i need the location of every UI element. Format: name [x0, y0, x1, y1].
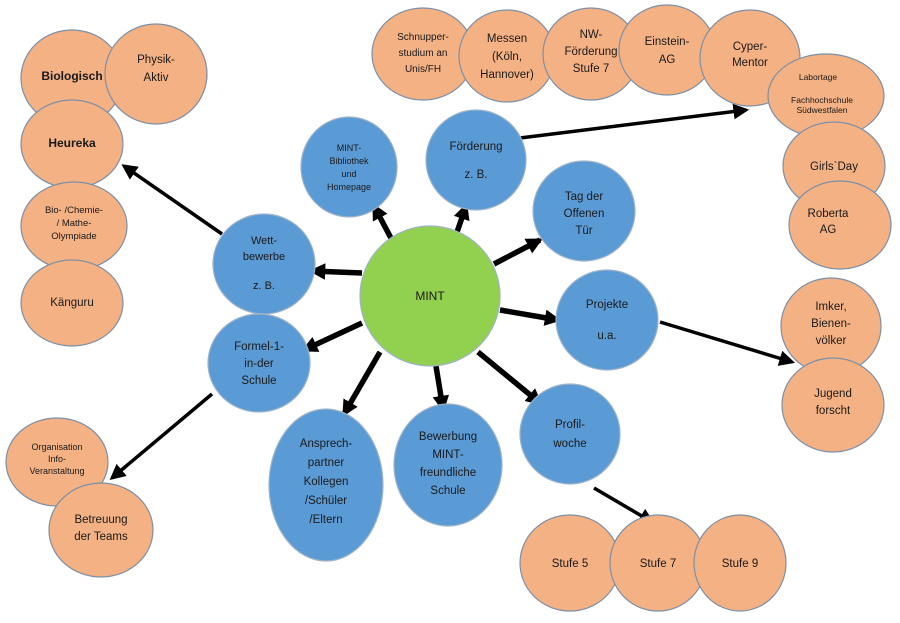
node-kaenguru [20, 259, 124, 347]
arrow-to-foerderung [453, 202, 470, 236]
label-profilwoche: Profil-woche [552, 419, 586, 450]
label-stufe5: Stufe 5 [552, 558, 588, 570]
label-biologisch: Biologisch [41, 69, 102, 83]
node-projekte [555, 269, 659, 371]
label-heureka: Heureka [48, 136, 96, 150]
label-stufe7: Stufe 7 [640, 558, 676, 570]
label-girls-day: Girls`Day [810, 161, 858, 173]
node-bibliothek [300, 116, 398, 218]
label-olympiade: Bio- /Chemie-/ Mathe-Olympiade [45, 205, 103, 242]
arrow-to-project-list [659, 320, 796, 366]
label-mint: MINT [415, 289, 445, 303]
label-imker: Imker,Bienen-völker [811, 301, 851, 347]
label-physik-aktiv: Physik-Aktiv [137, 54, 175, 84]
label-messen: Messen(Köln,Hannover) [480, 33, 534, 81]
node-roberta-ag [788, 180, 892, 270]
node-betreuung [48, 482, 154, 578]
arrow-to-profilwoche [476, 349, 543, 406]
node-ansprechpartner [268, 408, 384, 562]
label-kaenguru: Känguru [50, 297, 93, 309]
label-einstein-ag: Einstein-AG [645, 36, 690, 66]
node-profilwoche [519, 383, 621, 485]
node-jugend-forscht [781, 357, 885, 453]
arrow-to-tag-der-offenen-tuer [492, 237, 543, 267]
node-mint [359, 225, 501, 367]
arrow-to-projekte [499, 307, 562, 326]
center-arrows [301, 202, 562, 417]
node-tag-der-offenen-tuer [532, 160, 636, 262]
arrow-to-funding [519, 103, 750, 140]
label-cyper-mentor: Cyper-Mentor [732, 41, 768, 69]
arrow-to-ansprechpartner [341, 350, 383, 417]
arrow-to-grades [593, 486, 655, 524]
node-formel1 [207, 313, 311, 413]
outer-arrows [109, 103, 796, 524]
arrow-to-formel1-items [109, 392, 214, 481]
label-stufe9: Stufe 9 [722, 558, 758, 570]
node-physik-aktiv [104, 23, 208, 125]
node-bewerbung [393, 403, 503, 527]
arrow-to-wettbewerbe [308, 263, 363, 280]
grade-nodes: Stufe 5 Stufe 7 Stufe 9 [519, 514, 787, 612]
competition-nodes: Physik-Aktiv Biologisch Heureka Bio- /Ch… [20, 23, 208, 347]
arrow-to-bibliothek [371, 203, 395, 242]
arrow-to-competitions [121, 164, 223, 236]
arrow-to-bewerbung [432, 365, 450, 413]
center-node-group: MINT [359, 225, 501, 367]
arrow-to-formel1 [301, 320, 364, 353]
node-stufe9 [693, 514, 787, 612]
node-wettbewerbe [212, 213, 316, 315]
node-foerderung [425, 109, 527, 211]
